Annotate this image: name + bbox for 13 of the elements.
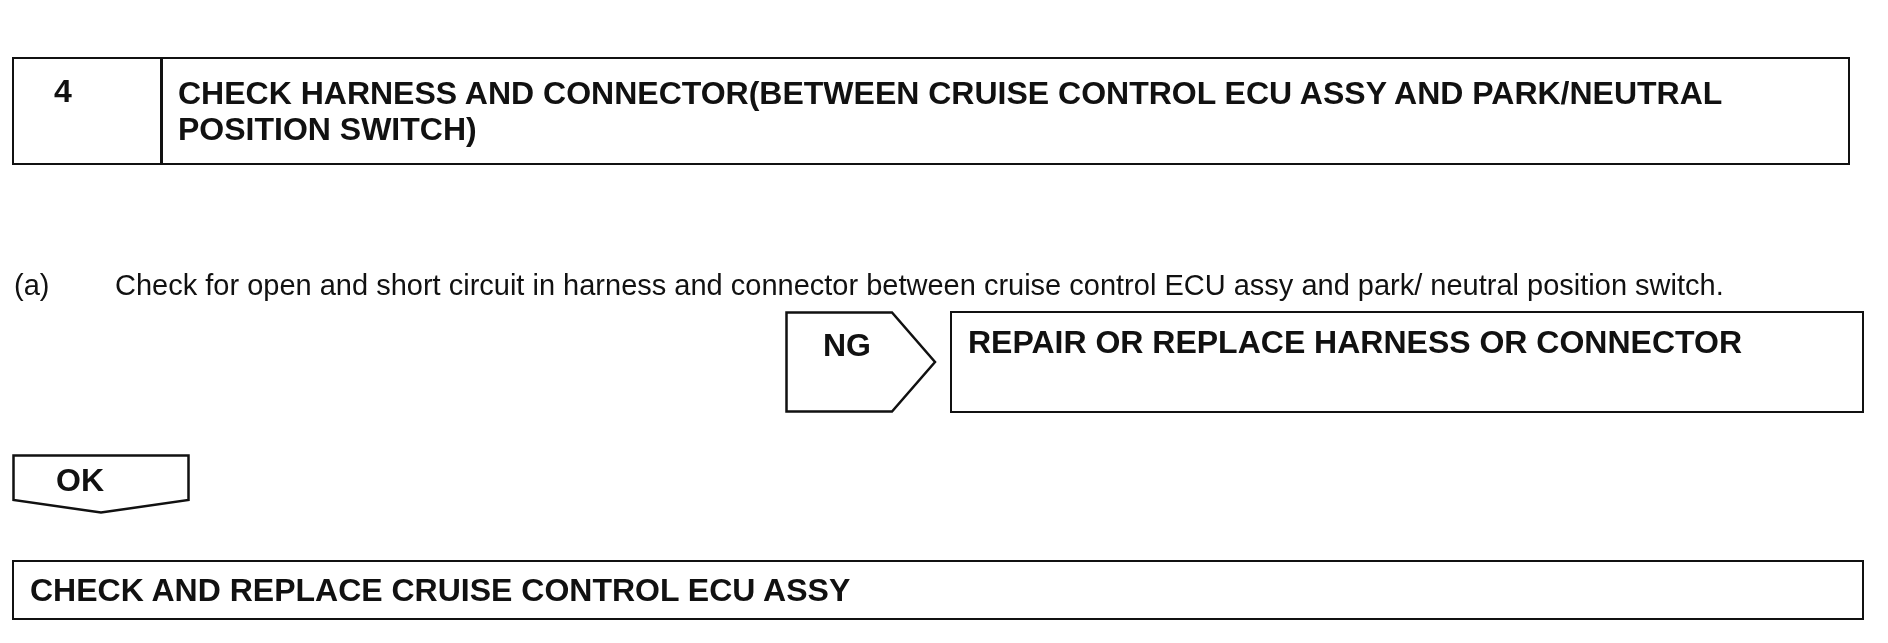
instruction-text: Check for open and short circuit in harness and connector between cruise control ECU assy and park/ neutral position switch. (115, 268, 1725, 303)
step-title: CHECK HARNESS AND CONNECTOR(BETWEEN CRUISE CONTROL ECU ASSY AND PARK/NEUTRAL POSITION SWITCH) (178, 75, 1723, 147)
ng-chevron (785, 311, 937, 413)
result-label: OK (56, 462, 105, 498)
process-box (12, 560, 1864, 620)
step-number: 4 (54, 73, 73, 109)
step-header-box (12, 57, 1850, 165)
ok-arrow (12, 454, 190, 514)
action-text: CHECK AND REPLACE CRUISE CONTROL ECU ASSY (30, 572, 852, 608)
action-text: REPAIR OR REPLACE HARNESS OR CONNECTOR (968, 323, 1743, 361)
process-box (950, 311, 1864, 413)
step-letter: (a) (14, 268, 51, 303)
result-label: NG (823, 327, 872, 363)
